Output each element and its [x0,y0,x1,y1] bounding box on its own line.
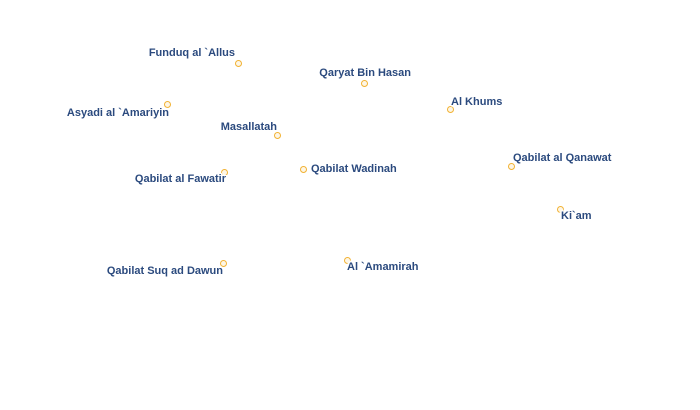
place-label[interactable]: Qabilat Suq ad Dawun [106,265,223,277]
place-marker-icon[interactable] [220,168,228,176]
place-marker-icon[interactable] [556,205,564,213]
place-label[interactable]: Qabilat al Fawatir [134,173,226,185]
place-marker-icon[interactable] [446,105,454,113]
place-marker-icon[interactable] [360,79,368,87]
place-label[interactable]: Qaryat Bin Hasan [319,67,411,79]
place-marker-icon[interactable] [273,131,281,139]
place-marker-icon[interactable] [219,259,227,267]
place-label[interactable]: Al Khums [451,96,503,108]
place-label[interactable]: Asyadi al `Amariyin [66,107,169,119]
place-marker-icon[interactable] [234,59,242,67]
place-label[interactable]: Qabilat Wadinah [311,163,397,175]
place-marker-icon[interactable] [163,100,171,108]
place-marker-icon[interactable] [507,162,515,170]
place-label[interactable]: Al `Amamirah [347,261,419,273]
place-marker-icon[interactable] [343,256,351,264]
place-label[interactable]: Funduq al `Allus [148,47,235,59]
place-label[interactable]: Ki`am [561,210,592,222]
place-label[interactable]: Masallatah [220,121,277,133]
place-label[interactable]: Qabilat al Qanawat [513,152,612,164]
place-marker-icon[interactable] [299,165,307,173]
